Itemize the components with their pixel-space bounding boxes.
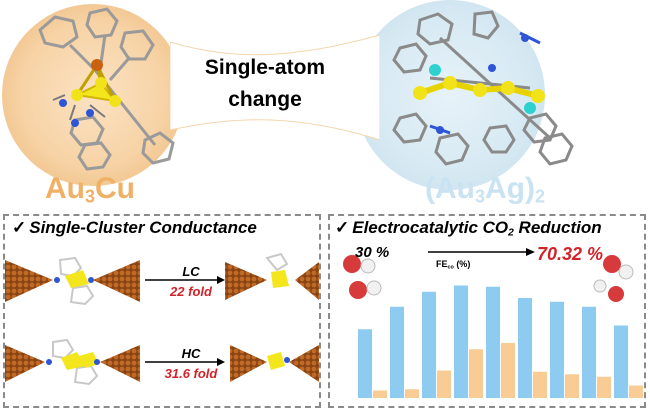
catalysis-title-main: Electrocatalytic CO bbox=[352, 218, 509, 237]
change-label-line2: change bbox=[228, 88, 302, 111]
fe-label-sub: co bbox=[447, 264, 454, 271]
fe-label-tail: (%) bbox=[453, 259, 471, 269]
electrode-left-1b bbox=[225, 262, 267, 300]
fe-label-main: FE bbox=[436, 259, 448, 269]
bar-blue bbox=[614, 325, 628, 398]
catalysis-title-sub: 2 bbox=[508, 227, 514, 239]
conductance-title: ✓Single-Cluster Conductance bbox=[12, 218, 257, 238]
conductance-panel bbox=[3, 214, 321, 408]
bar-orange bbox=[405, 389, 419, 398]
au3cu-label-base: Au bbox=[44, 172, 85, 205]
ratio-value-hc: 31.6 fold bbox=[164, 366, 218, 381]
au3cu-label-sub: 3 bbox=[84, 186, 95, 207]
bar-orange bbox=[501, 343, 515, 398]
single-atom-change-label: Single-atom change bbox=[185, 52, 345, 116]
au3ag2-label-tail: Ag) bbox=[485, 172, 535, 205]
co2-molecule-left-icon bbox=[343, 255, 382, 299]
electrode-right-2a bbox=[100, 345, 140, 382]
ratio-value-lc: 22 fold bbox=[170, 284, 212, 299]
bar-blue bbox=[358, 329, 372, 398]
checkmark-icon: ✓ bbox=[12, 218, 27, 237]
electrode-right-1b bbox=[295, 262, 319, 300]
bar-blue bbox=[390, 306, 404, 398]
au3cu-label: Au3Cu bbox=[20, 172, 160, 208]
fe-arrow-head bbox=[526, 248, 535, 256]
electrode-left-2a bbox=[5, 345, 45, 382]
change-label-line1: Single-atom bbox=[204, 56, 326, 79]
fe-bar-chart bbox=[343, 248, 643, 398]
bar-blue bbox=[454, 285, 468, 398]
electrode-left-2b bbox=[230, 345, 267, 382]
au3ag2-structure bbox=[392, 10, 574, 166]
au3ag2-label-sub2: 2 bbox=[534, 186, 545, 207]
ratio-mode-lc: LC bbox=[182, 264, 200, 279]
change-connector bbox=[170, 34, 380, 141]
junction-illustrations bbox=[5, 252, 319, 386]
bar-blue bbox=[486, 286, 500, 398]
co-molecule-right-icon bbox=[593, 255, 634, 302]
checkmark-icon-2: ✓ bbox=[335, 218, 350, 237]
bar-orange bbox=[469, 349, 483, 398]
au3ag2-label-open: (Au bbox=[425, 172, 475, 205]
au3cu-structure bbox=[38, 7, 175, 171]
fe-bars bbox=[358, 285, 643, 398]
fe-co-label: FEco (%) bbox=[436, 259, 470, 270]
fe-high-value: 70.32 % bbox=[537, 244, 604, 264]
bar-blue bbox=[518, 298, 532, 398]
fe-low-value: 30 % bbox=[355, 244, 390, 261]
electrode-right-2b bbox=[289, 345, 319, 382]
bar-orange bbox=[597, 376, 611, 398]
electrode-right-1a bbox=[93, 260, 140, 302]
bar-blue bbox=[422, 291, 436, 398]
bar-blue bbox=[550, 301, 564, 398]
au3ag2-label-sub1: 3 bbox=[474, 186, 485, 207]
bar-orange bbox=[373, 390, 387, 398]
electrode-left-1a bbox=[5, 260, 53, 302]
bar-orange bbox=[437, 370, 451, 398]
conductance-title-text: Single-Cluster Conductance bbox=[29, 218, 257, 237]
catalysis-title-tail: Reduction bbox=[513, 218, 602, 237]
au3ag2-label: (Au3Ag)2 bbox=[395, 172, 575, 208]
bar-orange bbox=[629, 385, 643, 398]
bar-orange bbox=[533, 371, 547, 398]
catalysis-title: ✓Electrocatalytic CO2 Reduction bbox=[335, 218, 602, 239]
ratio-mode-hc: HC bbox=[181, 346, 201, 361]
bar-blue bbox=[582, 306, 596, 398]
bar-orange bbox=[565, 374, 579, 398]
au3cu-label-tail: Cu bbox=[95, 172, 135, 205]
